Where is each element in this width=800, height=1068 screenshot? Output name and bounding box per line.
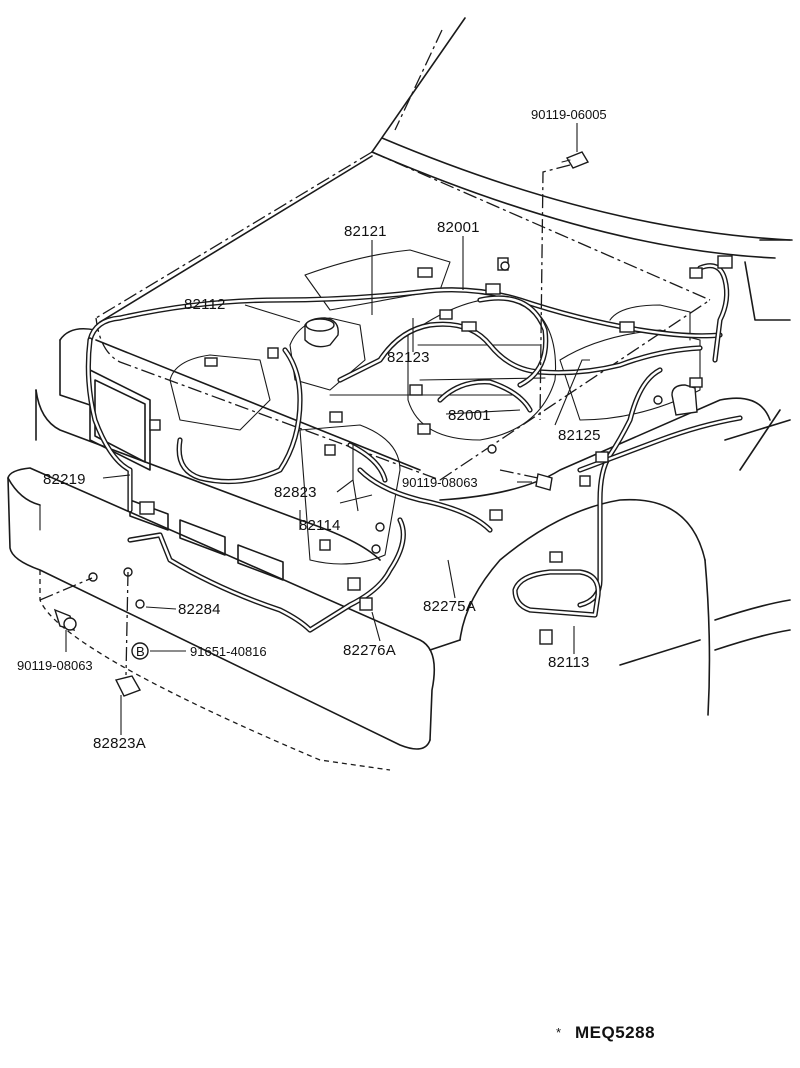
fastener-90119-06005 [539, 151, 590, 421]
svg-text:*: * [556, 1025, 561, 1040]
marker-circle-b: B [131, 642, 149, 660]
label-90119-08063-mid: 90119-08063 [402, 475, 478, 490]
label-82219: 82219 [43, 471, 86, 488]
label-82123: 82123 [387, 349, 430, 366]
label-82113: 82113 [548, 654, 590, 671]
label-82001-mid: 82001 [448, 407, 491, 424]
drawing-code: * MEQ5288 [556, 1023, 655, 1042]
label-82275A: 82275A [423, 598, 476, 615]
label-82121: 82121 [344, 223, 387, 240]
label-82125: 82125 [558, 427, 601, 444]
vehicle-body [7, 17, 793, 771]
fastener-90119-08063-mid [499, 469, 553, 491]
part-labels: 90119-06005 82121 82001 82112 82123 8200… [17, 107, 607, 752]
label-82284: 82284 [178, 601, 221, 618]
label-82823: 82823 [274, 484, 317, 501]
leader-lines [65, 123, 590, 735]
label-82276A: 82276A [343, 642, 396, 659]
drawing-code-label: MEQ5288 [575, 1023, 655, 1042]
label-90119-06005: 90119-06005 [531, 107, 607, 122]
circle-marker-label: B [136, 644, 145, 659]
clip-82823A [114, 571, 142, 697]
label-82112: 82112 [184, 296, 226, 313]
label-90119-08063-left: 90119-08063 [17, 658, 93, 673]
fastener-90119-08063-left [39, 577, 93, 632]
label-82823A: 82823A [93, 735, 146, 752]
label-82001-top: 82001 [437, 219, 480, 236]
wire-harness [85, 255, 743, 645]
label-82114: 82114 [299, 517, 341, 534]
label-91651-40816: 91651-40816 [190, 644, 267, 659]
